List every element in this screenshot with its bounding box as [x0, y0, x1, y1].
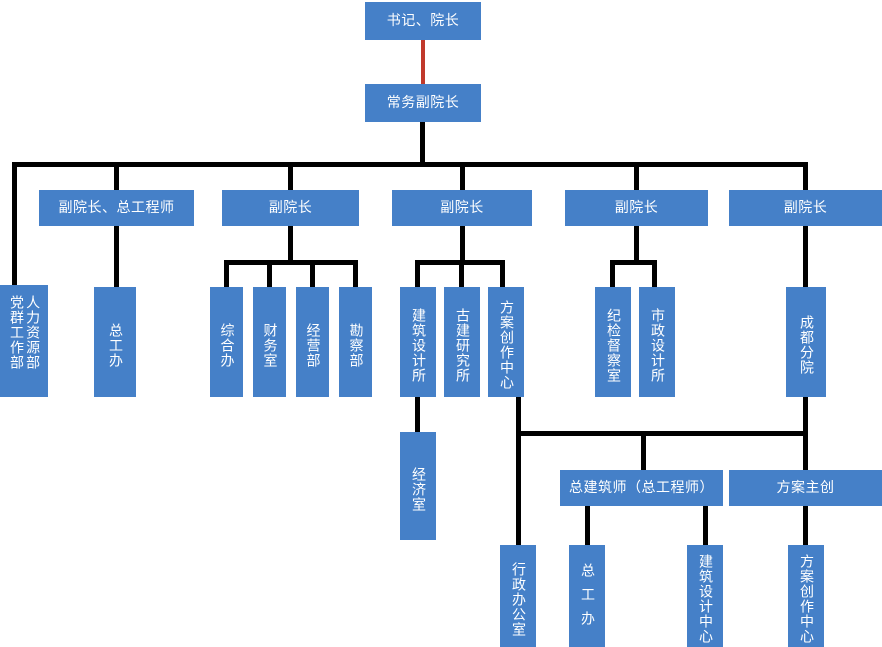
- connector-n3-to-n9: [114, 226, 119, 287]
- connector-n6-to-bus4: [634, 226, 639, 262]
- org-node-n26[interactable]: 方案创作中心: [788, 545, 824, 647]
- org-node-label: 总工办: [579, 563, 596, 635]
- org-node-label: 副院长: [614, 199, 659, 216]
- connector-n4-to-n4kids: [224, 260, 357, 265]
- connector-bus1-to-n4: [288, 162, 293, 191]
- connector-bus1-to-n5: [460, 162, 465, 191]
- connector-bus1-to-n3: [114, 162, 119, 191]
- org-node-label: 勘察部: [347, 322, 364, 368]
- org-node-label: 副院长: [783, 199, 828, 216]
- org-node-n22[interactable]: 方案主创: [729, 470, 882, 506]
- org-node-n13[interactable]: 勘察部: [339, 287, 372, 397]
- org-node-n25[interactable]: 建筑设计中心: [687, 545, 723, 647]
- connector-bus2-to-n10: [224, 260, 229, 287]
- connector-n2-to-bus1: [420, 122, 425, 165]
- org-node-label: 经济室: [410, 466, 427, 512]
- org-node-label: 建筑设计所: [410, 307, 427, 383]
- connector-n19-to-bus5: [803, 397, 808, 435]
- connector-bus1-to-n7: [803, 162, 808, 191]
- org-node-label: 方案主创: [776, 479, 835, 496]
- org-node-n7[interactable]: 副院长: [729, 190, 882, 226]
- org-node-n11[interactable]: 财务室: [253, 287, 286, 397]
- org-node-label: 副院长: [440, 199, 484, 216]
- org-node-label-secondary: 党群工作部: [8, 295, 24, 370]
- org-node-n1[interactable]: 书记、院长: [365, 2, 481, 40]
- org-node-n20[interactable]: 经济室: [400, 432, 436, 540]
- org-node-label: 副院长、总工程师: [58, 199, 175, 216]
- org-node-n10[interactable]: 综合办: [210, 287, 243, 397]
- connector-n21-to-n25: [703, 506, 708, 545]
- org-node-label: 经营部: [304, 322, 321, 368]
- org-node-n9[interactable]: 总工办: [94, 287, 136, 397]
- org-node-label: 常务副院长: [386, 94, 460, 111]
- connector-n5-to-bus3: [460, 226, 465, 262]
- org-node-label: 成都分院: [798, 315, 815, 375]
- org-node-n16[interactable]: 方案创作中心: [488, 287, 524, 397]
- org-node-n23[interactable]: 行政办公室: [500, 545, 536, 647]
- org-node-label: 方案创作中心: [498, 300, 515, 390]
- connector-bus5-to-n23: [516, 431, 521, 545]
- connector-bus2-to-n11: [267, 260, 272, 287]
- org-node-n14[interactable]: 建筑设计所: [400, 287, 436, 397]
- org-node-label: 综合办: [218, 322, 235, 368]
- org-node-n8[interactable]: 党群工作部人力资源部: [0, 285, 48, 397]
- connector-n19-to-n19kids: [516, 431, 808, 436]
- org-node-n4[interactable]: 副院长: [222, 190, 359, 226]
- connector-bus5-to-n22: [803, 431, 808, 470]
- connector-n2-to-level2: [12, 162, 808, 167]
- org-node-label: 总建筑师（总工程师）: [569, 479, 714, 496]
- org-node-label: 方案创作中心: [798, 554, 815, 644]
- org-node-label: 副院长: [268, 199, 313, 216]
- org-node-n24[interactable]: 总工办: [569, 545, 605, 647]
- connector-n14-to-n20: [415, 397, 420, 432]
- connector-n6-to-n6kids: [610, 260, 657, 265]
- org-node-label: 财务室: [261, 322, 278, 368]
- connector-bus4-to-n18: [652, 260, 657, 287]
- connector-bus2-to-n13: [353, 260, 358, 287]
- connector-n22-to-n26: [803, 506, 808, 545]
- connector-bus1-to-n6: [634, 162, 639, 191]
- org-node-label: 纪检督察室: [605, 307, 622, 383]
- org-node-n5[interactable]: 副院长: [392, 190, 532, 226]
- connector-bus5-to-n21: [641, 431, 646, 470]
- org-node-label: 书记、院长: [386, 12, 460, 29]
- org-node-label: 建筑设计中心: [697, 554, 714, 644]
- connector-bus2-to-n12: [310, 260, 315, 287]
- connector-n1-to-n2: [421, 40, 425, 85]
- org-node-n12[interactable]: 经营部: [296, 287, 329, 397]
- org-node-label: 总工办: [107, 322, 124, 368]
- org-node-label: 古建研究所: [454, 307, 471, 383]
- org-node-n15[interactable]: 古建研究所: [444, 287, 480, 397]
- org-node-label: 市政设计所: [649, 307, 666, 383]
- connector-bus1-to-n8: [12, 162, 17, 287]
- org-node-n6[interactable]: 副院长: [565, 190, 708, 226]
- org-node-n3[interactable]: 副院长、总工程师: [39, 190, 194, 226]
- connector-bus3-to-n15: [459, 260, 464, 287]
- org-node-n17[interactable]: 纪检督察室: [595, 287, 631, 397]
- connector-bus3-to-n14: [415, 260, 420, 287]
- org-node-n18[interactable]: 市政设计所: [639, 287, 675, 397]
- connector-bus4-to-n17: [610, 260, 615, 287]
- org-node-n21[interactable]: 总建筑师（总工程师）: [560, 470, 723, 506]
- connector-n4-to-bus2: [288, 226, 293, 262]
- connector-n7-to-n19: [803, 226, 808, 287]
- org-node-n19[interactable]: 成都分院: [786, 287, 826, 397]
- connector-n21-to-n24: [585, 506, 590, 545]
- org-node-label: 行政办公室: [510, 561, 527, 637]
- org-node-n2[interactable]: 常务副院长: [365, 84, 481, 122]
- org-node-label: 人力资源部: [24, 295, 41, 370]
- connector-bus3-to-n16: [500, 260, 505, 287]
